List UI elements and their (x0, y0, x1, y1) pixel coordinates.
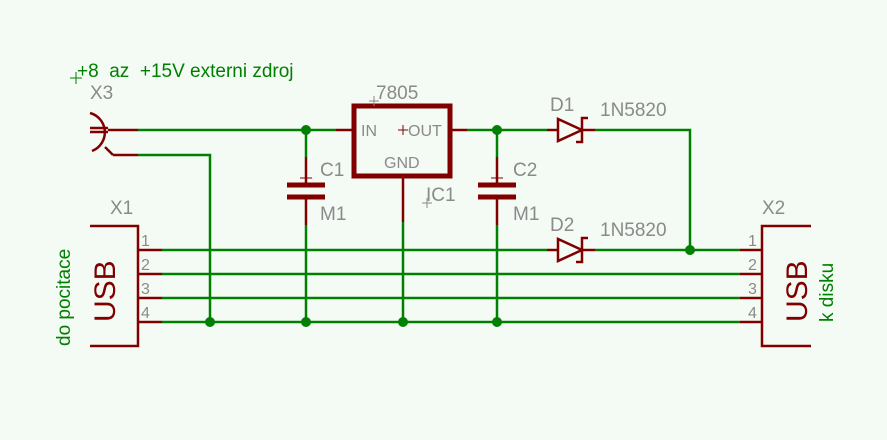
x1-pin-2: 2 (141, 257, 150, 274)
ic1-value: 7805 (376, 83, 418, 104)
c1-value: M1 (320, 204, 346, 225)
wires (138, 128, 740, 324)
x2-pin-3: 3 (748, 281, 757, 298)
x1-pin-1: 1 (141, 233, 150, 250)
usb-connector-x2[interactable] (740, 224, 811, 348)
c2-label: C2 (513, 160, 537, 181)
x3-label: X3 (90, 83, 113, 104)
x1-pin-4: 4 (141, 305, 150, 322)
schottky-diode-d1[interactable] (547, 116, 595, 144)
x1-label: X1 (110, 198, 133, 219)
d2-label: D2 (550, 215, 574, 236)
x2-pin-1: 1 (748, 233, 757, 250)
supply-note: +8 az +15V externi zdroj (77, 61, 294, 82)
schottky-diode-d2[interactable] (547, 236, 595, 264)
dc-jack-x3[interactable] (89, 111, 138, 157)
c1-label: C1 (320, 160, 344, 181)
x1-note: do pocitace (54, 249, 75, 346)
ic1-pin-gnd: GND (384, 155, 420, 172)
d2-value: 1N5820 (600, 220, 667, 241)
x1-pin-3: 3 (141, 281, 150, 298)
ic1-pin-out: OUT (408, 123, 442, 140)
x2-note: k disku (817, 263, 838, 322)
x2-usb-label: USB (781, 260, 814, 322)
x2-pin-2: 2 (748, 257, 757, 274)
ic1-pin-in: IN (361, 123, 377, 140)
junctions (205, 125, 695, 327)
ic1-label: IC1 (426, 185, 456, 206)
d1-value: 1N5820 (600, 100, 667, 121)
x1-usb-label: USB (89, 260, 122, 322)
regulator-ic1[interactable] (336, 103, 467, 222)
usb-connector-x1[interactable] (90, 224, 162, 348)
x2-pin-4: 4 (748, 305, 757, 322)
d1-label: D1 (550, 95, 574, 116)
capacitor-c2[interactable] (478, 157, 516, 225)
capacitor-c1[interactable] (287, 157, 325, 225)
x2-label: X2 (762, 198, 785, 219)
c2-value: M1 (513, 204, 539, 225)
